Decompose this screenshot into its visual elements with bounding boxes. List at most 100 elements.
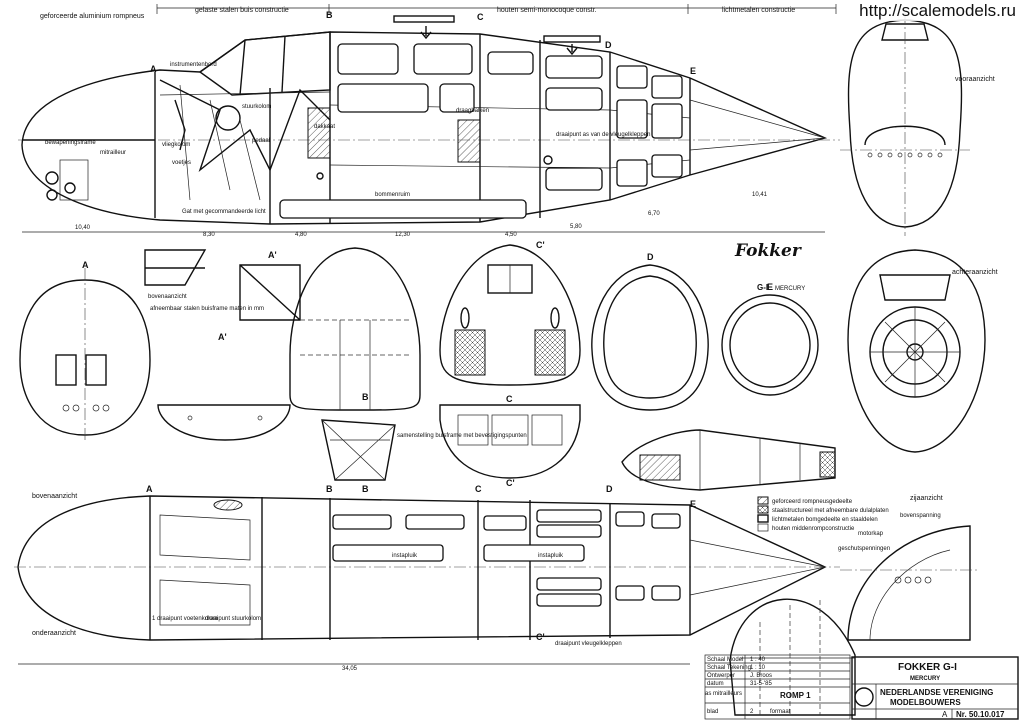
section-C-sec: C: [506, 394, 513, 404]
nose-detail: zijaanzicht bovenspanning motorkap gesch…: [705, 495, 980, 716]
section-B2-sec: B: [362, 484, 369, 494]
fokker-logo: Fokker G-I MERCURY: [734, 241, 805, 292]
label-draaipunt-kleppen: draaipunt vleugelkleppen: [555, 641, 622, 647]
label-vliegkolom: vliegkolom: [162, 142, 190, 148]
section-C-plan: C: [475, 484, 482, 494]
legend-2: staalstructureel met afneembare dulalpla…: [772, 508, 889, 514]
tb-blad: 2: [750, 709, 754, 715]
title-vereniging1: NEDERLANDSE VERENIGING: [880, 688, 993, 697]
watermark-text: http://scalemodels.ru: [855, 1, 1020, 21]
section-A-plan: A: [146, 484, 153, 494]
section-B-side: B: [326, 10, 333, 20]
section-D-sec: D: [647, 252, 654, 262]
tb-schaal-label: Schaal Model: [707, 657, 743, 663]
nose-note: geforceerde aluminium rompneus: [40, 13, 145, 20]
tb-schaal-tek: 1 : 10: [750, 665, 766, 671]
section-B-plan: B: [326, 484, 333, 494]
label-bovenaanzicht-small: bovenaanzicht: [148, 294, 187, 300]
header-zones: gelaste stalen buis constructie houten s…: [40, 4, 837, 20]
section-A2-sec: A': [218, 332, 227, 342]
label-bewapening: bewapeningsframe: [45, 140, 96, 146]
dim-8: 10,41: [752, 192, 768, 198]
section-E-sec: E: [767, 282, 773, 292]
label-mitrailleur: mitrailleur: [100, 150, 126, 156]
title-main: FOKKER G-I: [898, 662, 957, 673]
tb-datum-label: datum: [707, 681, 724, 687]
label-zijaanzicht: zijaanzicht: [910, 495, 943, 502]
zone-label-metal: lichtmetalen constructie: [722, 7, 795, 14]
label-instrument: instrumentenbord: [170, 62, 217, 68]
label-bovenaanzicht: bovenaanzicht: [32, 493, 77, 500]
title-sub: MERCURY: [910, 676, 940, 682]
label-geschutspenning: geschutspenningen: [838, 546, 890, 552]
label-dak: dakkaat: [314, 124, 335, 130]
logo-model: G-I: [757, 283, 768, 292]
label-pedaal: pedaal: [252, 138, 270, 144]
label-as-mitrailleurs: as mitrailleurs: [705, 691, 742, 697]
label-bommenruim: bommenruim: [375, 192, 410, 198]
label-achteraanzicht: achteraanzicht: [952, 269, 998, 276]
front-view: vooraanzicht: [840, 12, 995, 236]
overall-length: 34,05: [342, 666, 358, 672]
legend: geforceerd rompneusgedeelte staalstructu…: [757, 496, 889, 532]
sections-row: A A' bovenaanzicht afneembaar stalen bui…: [19, 244, 836, 494]
zone-label-wood: houten semi-monocoque constr.: [497, 7, 597, 14]
section-D-plan: D: [606, 484, 613, 494]
section-C2-plan: C': [536, 632, 545, 642]
side-dimensions: 10,40 8,30 4,80 12,30 4,50 5,80 6,70 10,…: [22, 192, 825, 238]
label-stuurkolom: stuurkolom: [242, 104, 271, 110]
tb-ontwerper-label: Ontwerper: [707, 673, 735, 679]
label-gat: Gat met gecommandeerde licht: [182, 209, 266, 215]
section-E-side: E: [690, 66, 696, 76]
label-onderaanzicht: onderaanzicht: [32, 630, 76, 637]
legend-4: houten middenrompconstructie: [772, 526, 855, 532]
dim-6: 5,80: [570, 224, 582, 230]
title-formaat: A: [942, 710, 948, 719]
section-E-plan: E: [690, 499, 696, 509]
title-nr: Nr. 50.10.017: [956, 710, 1005, 719]
label-samenstelling: samenstelling buisframe met bevestigings…: [397, 433, 527, 439]
label-vooraanzicht: vooraanzicht: [955, 76, 995, 83]
section-C2-sec: C': [506, 478, 515, 488]
label-draaipunt-roer: draaipunt stuurkolom: [205, 616, 261, 622]
legend-3: lichtmetalen bomgedeelte en staaldelen: [772, 517, 878, 523]
section-A-side: A: [150, 64, 157, 74]
label-motorkap: motorkap: [858, 531, 884, 537]
dim-7: 6,70: [648, 211, 660, 217]
tb-ontwerper: J. Broos: [750, 673, 772, 679]
label-afneembaar: afneembaar stalen buisframe maten in mm: [150, 306, 264, 312]
fokker-logo-text: Fokker: [734, 241, 802, 261]
section-D-side: D: [605, 40, 612, 50]
nose-note-text: geforceerde aluminium rompneus: [40, 13, 145, 20]
rear-view: achteraanzicht: [847, 249, 998, 453]
section-A-sec: A: [82, 260, 89, 270]
logo-sub: MERCURY: [775, 286, 805, 292]
label-draaipunt-voet: 1 draaipunt voetenkolom: [152, 616, 218, 622]
side-view: instrumentenbord stuurkolom pedaal bewap…: [18, 10, 840, 250]
tb-datum: 31-5-'85: [750, 681, 772, 687]
plan-view: bovenaanzicht onderaanzicht instapluik i…: [14, 484, 840, 672]
label-instapluik-1: instapluik: [392, 553, 418, 559]
section-A3-small: A': [268, 250, 277, 260]
zone-label-steel: gelaste stalen buis constructie: [195, 7, 289, 14]
title-block: FOKKER G-I MERCURY NEDERLANDSE VERENIGIN…: [704, 654, 1019, 720]
dim-1: 10,40: [75, 225, 91, 231]
title-vereniging2: MODELBOUWERS: [890, 698, 961, 707]
section-B-sec: B: [362, 392, 369, 402]
label-draagbalken: draagbalken: [456, 108, 489, 114]
legend-1: geforceerd rompneusgedeelte: [772, 499, 853, 505]
tb-schaal-tek-label: Schaal Tekening: [707, 665, 751, 671]
label-as-vlieg: draaipunt as van de vleugelkleppen: [556, 132, 650, 138]
tb-schaal: 1 : 40: [750, 657, 766, 663]
label-bovenspanning: bovenspanning: [900, 513, 941, 519]
tb-part: ROMP 1: [780, 691, 811, 700]
tb-formaat-label: formaat: [770, 709, 791, 715]
tb-blad-label: blad: [707, 709, 718, 715]
section-C-side: C: [477, 12, 484, 22]
dim-2: 8,30: [203, 232, 215, 238]
dim-5: 4,50: [505, 232, 517, 238]
section-C2-side: C': [536, 240, 545, 250]
label-instapluik-2: instapluik: [538, 553, 564, 559]
